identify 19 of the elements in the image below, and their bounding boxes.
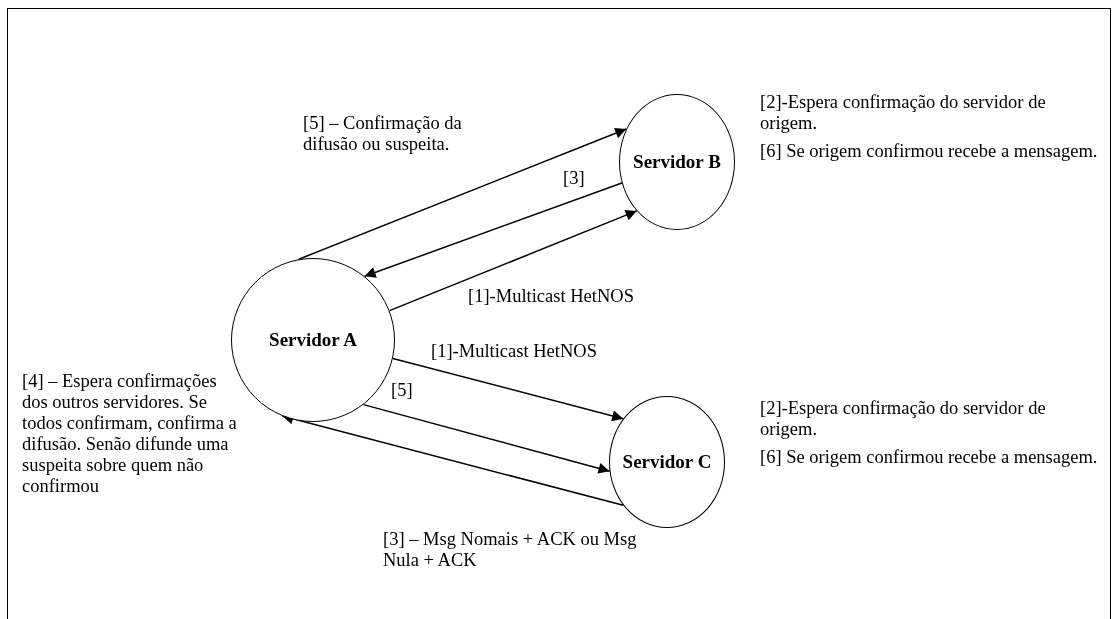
arrow: [362, 403, 611, 474]
arrow: [388, 209, 638, 312]
step-note: [4] – Espera confirmações dos outros servidores. Se todos confirmam, confirma a difusão. Senão difunde uma suspeita sobre quem não confirmou: [22, 371, 238, 497]
server-name: Servidor A: [269, 329, 357, 351]
arrow: [298, 128, 627, 260]
edge-label: [5] – Confirmação da difusão ou suspeita.: [303, 113, 463, 155]
step-note: [2]-Espera confirmação do servidor de origem.: [760, 92, 1047, 134]
edge-label: [5]: [391, 380, 413, 401]
arrow: [363, 182, 623, 278]
arrow: [392, 357, 624, 422]
server-name: Servidor B: [633, 151, 721, 173]
step-note: [6] Se origem confirmou recebe a mensagem.: [760, 447, 1099, 468]
edge-label: [1]-Multicast HetNOS: [468, 286, 634, 307]
edge-label: [3]: [563, 168, 585, 189]
step-note: [2]-Espera confirmação do servidor de origem.: [760, 398, 1047, 440]
step-note: [6] Se origem confirmou recebe a mensagem.: [760, 141, 1099, 162]
edge-label: [1]-Multicast HetNOS: [431, 341, 597, 362]
edge-label: [3] – Msg Nomais + ACK ou Msg Nula + ACK: [383, 529, 638, 571]
server-name: Servidor C: [622, 451, 712, 473]
